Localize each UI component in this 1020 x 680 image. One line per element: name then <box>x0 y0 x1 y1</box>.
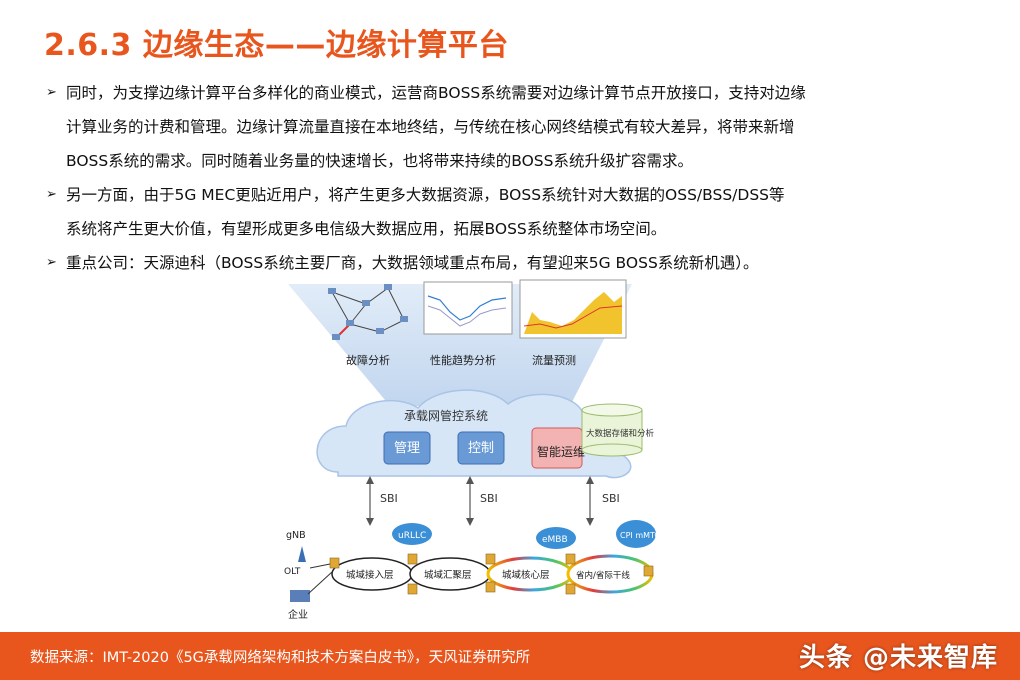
system-title-label: 承载网管控系统 <box>404 408 488 423</box>
ring-access-label: 城域接入层 <box>346 569 394 581</box>
fault-topology-thumbnail <box>328 284 408 340</box>
mmtc-label: CPI mMTC <box>620 531 660 540</box>
ring-core-label: 城域核心层 <box>502 569 550 581</box>
bullet-line: 计算业务的计费和管理。边缘计算流量直接在本地终结，与传统在核心网终结模式有较大差… <box>66 118 795 136</box>
traffic-forecast-label: 流量预测 <box>532 353 576 367</box>
traffic-forecast-thumbnail <box>519 279 627 339</box>
module-control-label: 控制 <box>468 441 494 456</box>
enterprise-label: 企业 <box>288 608 308 621</box>
source-note: 数据来源：IMT-2020《5G承载网络架构和技术方案白皮书》，天风证券研究所 <box>30 650 531 666</box>
bigdata-storage-icon <box>581 403 643 457</box>
sbi-label: SBI <box>602 492 620 505</box>
embb-cloud <box>536 527 576 549</box>
enterprise-device-icon <box>290 590 310 602</box>
olt-label: OLT <box>284 567 301 577</box>
ring-aggregation-label: 城域汇聚层 <box>424 569 472 581</box>
bigdata-label: 大数据存储和分析 <box>586 428 655 439</box>
bullet-line: 系统将产生更大价值，有望形成更多电信级大数据应用，拓展BOSS系统整体市场空间。 <box>66 220 667 238</box>
bullet-line: BOSS系统的需求。同时随着业务量的快速增长，也将带来持续的BOSS系统升级扩容… <box>66 152 693 170</box>
architecture-diagram: 故障分析 性能趋势分析 流量预测 承载网管控系统 管理 控制 智能运维 大数据存… <box>280 276 680 632</box>
bullet-line: 重点公司：天源迪科（BOSS系统主要厂商，大数据领域重点布局，有望迎来5G BO… <box>66 254 759 272</box>
performance-trend-label: 性能趋势分析 <box>430 353 496 367</box>
router-icons <box>329 553 654 595</box>
bullet-item: ➢ 同时，为支撑边缘计算平台多样化的商业模式，运营商BOSS系统需要对边缘计算节… <box>44 76 984 178</box>
arrow-bullet-icon: ➢ <box>46 187 57 202</box>
bullet-line: 另一方面，由于5G MEC更贴近用户，将产生更多大数据资源，BOSS系统针对大数… <box>66 186 785 204</box>
gnb-label: gNB <box>286 530 306 541</box>
module-ops-label: 智能运维 <box>537 444 585 459</box>
watermark: 头条 @未来智库 <box>798 643 998 673</box>
embb-label: eMBB <box>542 535 568 545</box>
footer-bar: 数据来源：IMT-2020《5G承载网络架构和技术方案白皮书》，天风证券研究所 … <box>0 632 1020 680</box>
urllc-label: uRLLC <box>398 531 426 541</box>
slide-title: 2.6.3 边缘生态——边缘计算平台 <box>44 28 509 63</box>
sbi-label: SBI <box>480 492 498 505</box>
sbi-arrows <box>366 476 594 526</box>
module-control <box>457 431 505 465</box>
bullet-list: ➢ 同时，为支撑边缘计算平台多样化的商业模式，运营商BOSS系统需要对边缘计算节… <box>44 76 984 280</box>
performance-trend-thumbnail <box>423 281 513 335</box>
module-management-label: 管理 <box>394 441 420 456</box>
bullet-item: ➢ 重点公司：天源迪科（BOSS系统主要厂商，大数据领域重点布局，有望迎来5G … <box>44 246 984 280</box>
sbi-label: SBI <box>380 492 398 505</box>
arrow-bullet-icon: ➢ <box>46 255 57 270</box>
fault-analysis-label: 故障分析 <box>346 353 390 367</box>
arrow-bullet-icon: ➢ <box>46 85 57 100</box>
bullet-item: ➢ 另一方面，由于5G MEC更贴近用户，将产生更多大数据资源，BOSS系统针对… <box>44 178 984 246</box>
gnb-tower-icon <box>298 546 306 562</box>
urllc-cloud <box>392 523 432 545</box>
ring-backbone-label: 省内/省际干线 <box>576 570 630 581</box>
bullet-line: 同时，为支撑边缘计算平台多样化的商业模式，运营商BOSS系统需要对边缘计算节点开… <box>66 84 806 102</box>
architecture-svg: 故障分析 性能趋势分析 流量预测 承载网管控系统 管理 控制 智能运维 大数据存… <box>284 279 660 621</box>
module-management <box>383 431 431 465</box>
mmtc-cloud <box>616 520 656 548</box>
